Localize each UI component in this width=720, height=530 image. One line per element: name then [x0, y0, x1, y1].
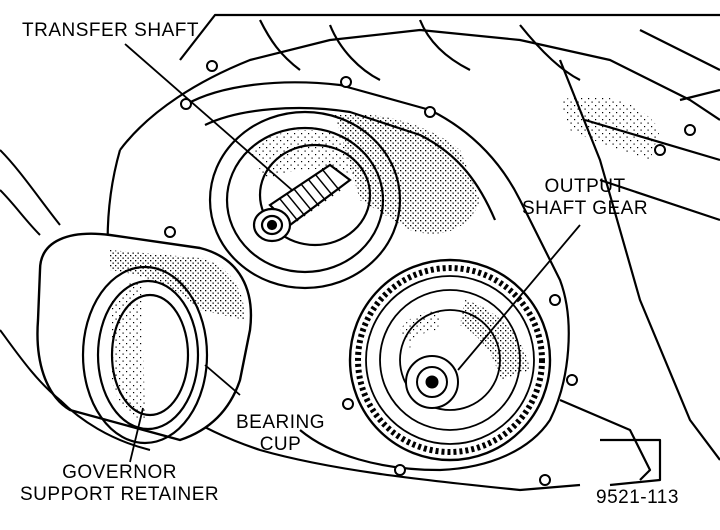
label-governor-support-retainer: GOVERNOR SUPPORT RETAINER: [20, 462, 220, 505]
label-transfer-shaft: TRANSFER SHAFT: [22, 20, 199, 41]
case-shading: [335, 114, 480, 234]
leader-output-shaft-gear: [457, 224, 581, 371]
case-shading-2: [560, 96, 660, 160]
gear-shading-2: [400, 311, 440, 348]
label-output-shaft-gear: OUTPUT SHAFT GEAR: [522, 176, 649, 219]
hand-outline: [0, 149, 151, 451]
leader-lines: [124, 43, 581, 463]
figure-id: 9521-113: [596, 487, 679, 508]
gear-shading: [460, 300, 530, 380]
leader-bearing-cup: [204, 364, 241, 396]
leader-governor-retainer: [129, 407, 144, 463]
label-bearing-cup: BEARING CUP: [236, 412, 326, 455]
transfer-shaft: [252, 163, 352, 243]
flange-bolt-holes: [164, 60, 696, 486]
bearing-cup-shading: [112, 281, 145, 420]
output-shaft-gear: [348, 258, 552, 462]
leader-transfer-shaft: [124, 43, 293, 191]
